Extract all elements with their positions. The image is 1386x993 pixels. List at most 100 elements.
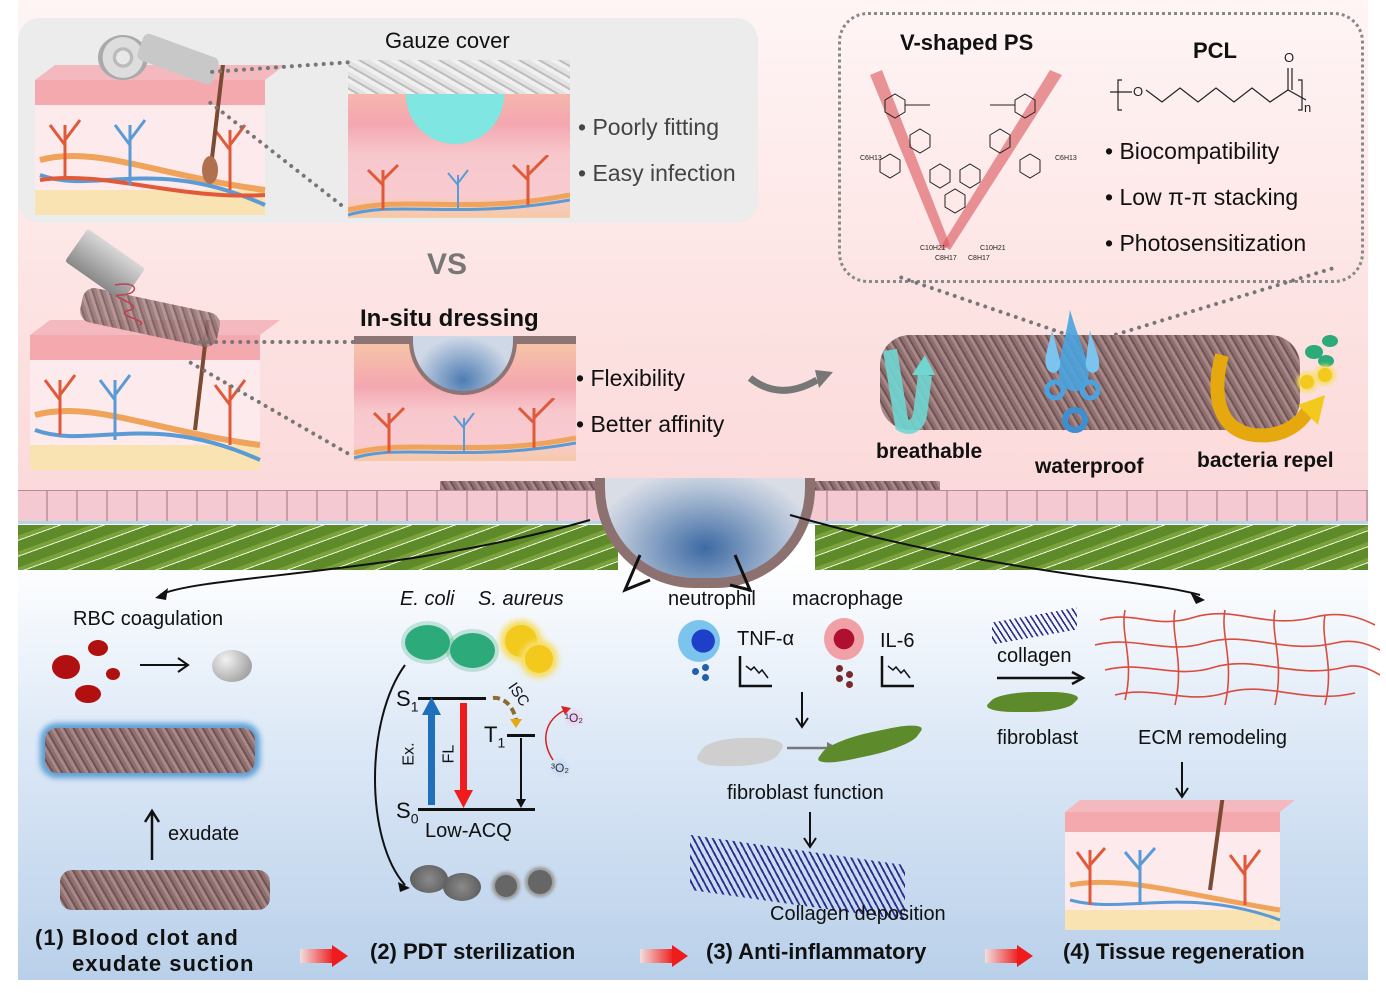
dead-ecoli-icon: [410, 865, 448, 893]
triplet-oxygen-label: ³O₂: [548, 758, 572, 778]
wound-exudate: [406, 94, 504, 144]
dead-saureus-icon: [528, 870, 552, 894]
arrow-down-icon: [803, 812, 817, 849]
collagen-deposition-label: Collagen deposition: [770, 903, 946, 925]
wound-to-panels-connectors: [155, 514, 1205, 604]
ecoli-label: E. coli: [400, 588, 455, 610]
waterproof-droplets-icon: [1044, 310, 1101, 433]
saureus-icon: [525, 645, 553, 673]
ecm-network-icon: [1095, 609, 1380, 706]
material-bullet: • Photosensitization: [1105, 230, 1307, 256]
dead-saureus-icon: [495, 875, 517, 897]
gauze-zoom-view: [348, 60, 570, 218]
insitu-bullet: • Better affinity: [576, 411, 725, 437]
pcl-title: PCL: [1193, 38, 1237, 63]
t1-label: T1: [484, 722, 505, 750]
arrow-down-icon: [1175, 762, 1189, 799]
step-arrow-icon: [300, 945, 348, 967]
s1-subscript: 1: [410, 698, 419, 715]
dressing-filled-wound: [409, 336, 517, 395]
pcl-oxygen: O: [1133, 84, 1143, 99]
il6-label: IL-6: [880, 630, 915, 652]
cytokine-dots-brown: [836, 675, 843, 682]
cytokine-dots-blue: [692, 668, 699, 675]
s1-level-line: [418, 697, 486, 700]
s0-label: S0: [396, 798, 418, 826]
pcl-structure: O O n: [1110, 50, 1311, 115]
material-properties-panel: [838, 12, 1364, 283]
arrow-right-icon: [140, 657, 190, 673]
s0-symbol: S: [396, 798, 411, 823]
substituent-label: C8H17: [968, 255, 990, 262]
step-2-label: (2) PDT sterilization: [370, 939, 576, 964]
substituent-label: C8H17: [935, 255, 957, 262]
arrow-up-icon: [143, 808, 161, 860]
material-bullet: • Biocompatibility: [1105, 138, 1280, 164]
exudate-absorbed-mat: [45, 728, 255, 773]
regenerated-skin-icon: [1065, 779, 1295, 930]
red-blood-cell-icon: [88, 640, 108, 656]
ps-molecule-structure: C6H13 C6H13 C10H21 C10H21 C8H17 C8H17: [860, 70, 1077, 262]
decrease-trend-icon: [738, 656, 772, 688]
ps-title: V-shaped PS: [900, 30, 1034, 55]
fibroblast-label: fibroblast: [997, 727, 1079, 749]
coagulated-rbc-icon: [212, 650, 252, 682]
neutrophil-icon: [678, 620, 720, 662]
tnf-alpha-label: TNF-α: [737, 628, 795, 650]
skin-block-insitu: [30, 259, 280, 470]
red-blood-cell-icon: [52, 655, 80, 679]
substituent-label: C10H21: [920, 245, 946, 252]
insitu-zoom-view: [354, 336, 576, 461]
step-3-label: (3) Anti-inflammatory: [706, 939, 927, 964]
gauze-bullet: • Poorly fitting: [578, 114, 719, 140]
repelled-ecoli-icon: [1305, 345, 1323, 359]
skin-illustration: [1065, 779, 1295, 930]
skin-illustration: [30, 259, 280, 470]
step-4-label: (4) Tissue regeneration: [1063, 939, 1305, 964]
low-acq-label: Low-ACQ: [425, 820, 512, 842]
step-1-label-line1: (1) Blood clot and: [35, 925, 239, 950]
t1-subscript: 1: [497, 734, 506, 751]
skin-illustration: [35, 4, 285, 215]
step-arrow-icon: [985, 945, 1033, 967]
curved-arrow-icon: [747, 370, 833, 394]
rbc-coagulation-label: RBC coagulation: [73, 608, 224, 630]
isc-arrow: [492, 695, 518, 721]
repelled-saureus-icon: [1300, 375, 1314, 389]
property-waterproof: waterproof: [1035, 455, 1144, 478]
fl-label: FL: [440, 744, 458, 764]
vessels-illustration: [354, 398, 576, 460]
substituent-label: C10H21: [980, 245, 1006, 252]
breathable-arrow-icon: [883, 348, 935, 434]
repelled-ecoli-icon: [1322, 335, 1338, 347]
macrophage-label: macrophage: [792, 588, 904, 610]
s0-subscript: 0: [410, 810, 419, 827]
t1-level-line: [507, 734, 535, 737]
substituent-label: C6H13: [860, 155, 882, 162]
fluorescence-arrow: [460, 703, 467, 793]
material-bullet: • Low π-π stacking: [1105, 184, 1299, 210]
gauze-texture: [348, 60, 570, 94]
sterilization-curve-arrow: [374, 664, 410, 892]
skin-block-gauze: [35, 4, 285, 215]
substituent-label: C6H13: [1055, 155, 1077, 162]
s0-level-line: [418, 808, 535, 811]
pcl-subscript: n: [1304, 100, 1311, 115]
step-arrow-icon: [640, 945, 688, 967]
property-bacteria-repel: bacteria repel: [1197, 449, 1334, 472]
ecoli-icon: [450, 633, 495, 668]
macrophage-icon: [824, 618, 864, 660]
bacteria-repel-arrow-icon: [1210, 353, 1325, 443]
insitu-title: In-situ dressing: [360, 305, 539, 332]
jablonski-arrows: [422, 695, 526, 808]
repelled-saureus-icon: [1318, 368, 1332, 382]
red-blood-cell-icon: [75, 685, 101, 703]
t1-symbol: T: [484, 722, 498, 747]
saureus-label: S. aureus: [478, 588, 564, 610]
vessels-illustration: [348, 155, 570, 217]
neutrophil-label: neutrophil: [668, 588, 756, 610]
dry-fiber-mat: [60, 870, 270, 910]
gauze-bullet: • Easy infection: [578, 160, 736, 186]
s1-label: S1: [396, 686, 418, 714]
spinning-fiber-icon: [114, 283, 143, 326]
